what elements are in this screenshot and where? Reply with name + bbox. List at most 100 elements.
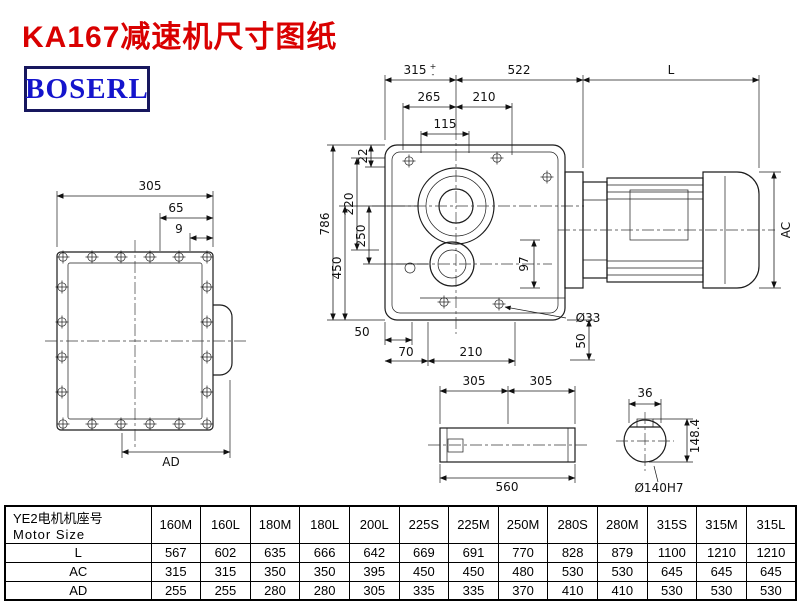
row-label-ad: AD	[4, 580, 152, 601]
motor-size-header-cell: YE2电机机座号 Motor Size	[4, 505, 152, 544]
dim-315: 315	[404, 63, 427, 77]
table-cell: 480	[497, 561, 549, 582]
table-cell: 350	[249, 561, 301, 582]
motor-size-table: YE2电机机座号 Motor Size 160M 160L 180M 180L …	[4, 505, 797, 601]
table-cell: 602	[200, 542, 251, 563]
shaft-end-view: 36 148.4 Ø140H7	[616, 386, 702, 495]
main-right-dimensions: 97 AC 50	[517, 171, 793, 361]
table-cell: 335	[398, 580, 450, 601]
table-cell: 315	[150, 561, 202, 582]
column-header-200l: 200L	[348, 505, 400, 544]
dim-dia33: Ø33	[576, 311, 601, 325]
table-cell: 305	[348, 580, 400, 601]
column-header-160m: 160M	[150, 505, 202, 544]
table-cell: 280	[299, 580, 350, 601]
table-row-l: L 567 602 635 666 642 669 691 770 828 87…	[4, 542, 797, 563]
table-cell: 669	[398, 542, 450, 563]
front-view	[45, 240, 246, 448]
table-cell: 691	[448, 542, 499, 563]
dim-front-ad: AD	[162, 455, 179, 469]
table-cell: 1210	[696, 542, 747, 563]
motor-size-header-cn: YE2电机机座号	[13, 510, 103, 526]
dim-115: 115	[434, 117, 457, 131]
dim-305b: 305	[530, 374, 553, 388]
column-header-160l: 160L	[200, 505, 251, 544]
table-cell: 635	[249, 542, 301, 563]
shaft-view: 305 305 560	[428, 374, 588, 494]
dim-ac: AC	[779, 222, 793, 238]
dim-22: 22	[356, 148, 370, 163]
main-view	[372, 128, 584, 334]
dim-front-65: 65	[168, 201, 183, 215]
column-header-180m: 180M	[249, 505, 301, 544]
dimension-drawing: 305 65 9 AD	[45, 62, 793, 495]
column-header-225s: 225S	[398, 505, 450, 544]
table-cell: 530	[696, 580, 747, 601]
table-cell: 395	[348, 561, 400, 582]
dim-265: 265	[418, 90, 441, 104]
dim-560: 560	[496, 480, 519, 494]
shaft-keyway	[447, 438, 464, 453]
column-header-225m: 225M	[448, 505, 499, 544]
dim-70: 70	[398, 345, 413, 359]
table-cell: 280	[249, 580, 301, 601]
table-cell: 335	[448, 580, 499, 601]
column-header-250m: 250M	[497, 505, 549, 544]
main-left-dimensions: 786 450 220 250 22	[318, 144, 428, 321]
table-cell: 530	[745, 580, 797, 601]
front-view-dimensions: 305 65 9 AD	[56, 179, 231, 469]
dim-522: 522	[508, 63, 531, 77]
motor	[558, 171, 775, 289]
dim-210: 210	[473, 90, 496, 104]
dim-210b: 210	[460, 345, 483, 359]
motor-terminal-box	[629, 189, 689, 241]
table-cell: 450	[448, 561, 499, 582]
table-cell: 410	[547, 580, 598, 601]
dim-305a: 305	[463, 374, 486, 388]
dim-dia140: Ø140H7	[634, 481, 683, 495]
dim-148: 148.4	[688, 419, 702, 453]
dim-220: 220	[342, 193, 356, 216]
table-cell: 645	[696, 561, 747, 582]
table-cell: 666	[299, 542, 350, 563]
table-cell: 1100	[646, 542, 698, 563]
row-label-l: L	[4, 542, 152, 563]
main-top-dimensions: 315 + - 522 L 265 210 115	[384, 62, 760, 168]
page-title: KA167减速机尺寸图纸	[22, 21, 338, 54]
table-cell: 350	[299, 561, 350, 582]
table-cell: 879	[596, 542, 648, 563]
column-header-280s: 280S	[547, 505, 598, 544]
column-header-315s: 315S	[646, 505, 698, 544]
table-header-row: YE2电机机座号 Motor Size 160M 160L 180M 180L …	[4, 505, 797, 544]
column-header-180l: 180L	[299, 505, 350, 544]
table-row-ac: AC 315 315 350 350 395 450 450 480 530 5…	[4, 561, 797, 582]
dim-450: 450	[330, 257, 344, 280]
row-label-ac: AC	[4, 561, 152, 582]
table-cell: 530	[596, 561, 648, 582]
main-bottom-dimensions: 50 70 210 Ø33	[354, 305, 601, 366]
table-cell: 530	[547, 561, 598, 582]
table-cell: 370	[497, 580, 549, 601]
dim-front-width: 305	[139, 179, 162, 193]
table-cell: 410	[596, 580, 648, 601]
table-cell: 255	[150, 580, 202, 601]
table-cell: 530	[646, 580, 698, 601]
motor-size-header-en: Motor Size	[13, 526, 86, 542]
column-header-315m: 315M	[696, 505, 747, 544]
dim-97: 97	[517, 256, 531, 271]
table-cell: 828	[547, 542, 598, 563]
column-header-280m: 280M	[596, 505, 648, 544]
column-header-315l: 315L	[745, 505, 797, 544]
table-cell: 645	[646, 561, 698, 582]
table-cell: 255	[200, 580, 251, 601]
table-cell: 450	[398, 561, 450, 582]
dim-36: 36	[637, 386, 652, 400]
dim-50: 50	[354, 325, 369, 339]
motor-fan-cowl	[702, 171, 760, 289]
table-row-ad: AD 255 255 280 280 305 335 335 370 410 4…	[4, 580, 797, 601]
table-cell: 315	[200, 561, 251, 582]
boserl-logo-text: BOSERL	[25, 72, 149, 105]
boserl-logo: BOSERL	[24, 66, 150, 112]
table-cell: 642	[348, 542, 400, 563]
